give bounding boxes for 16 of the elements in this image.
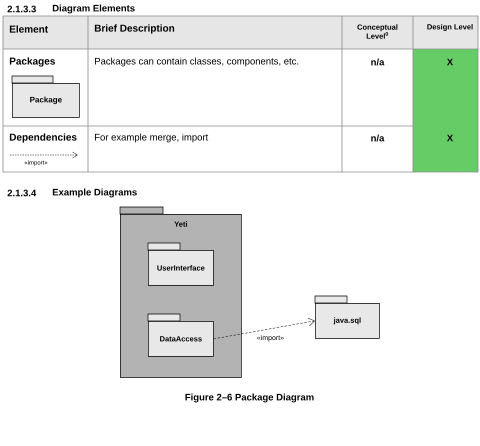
section-heading: Diagram Elements xyxy=(52,4,135,14)
table-text: n/a xyxy=(371,134,384,142)
row-header: Dependencies xyxy=(10,133,77,143)
column-header: Element xyxy=(3,16,88,49)
description-text: For example merge, import xyxy=(94,134,208,142)
section-number: 2.1.3.4 xyxy=(8,190,36,196)
row-header: Packages xyxy=(10,57,55,67)
figure-caption: Figure 2–6 Package Diagram xyxy=(185,394,314,402)
section-heading: Example Diagrams xyxy=(52,188,137,198)
design-level-cell: X xyxy=(413,126,478,172)
package-box: Package xyxy=(12,76,80,118)
design-level-cell: X xyxy=(413,49,478,126)
dependency-arrow xyxy=(213,318,315,340)
table-text: n/a xyxy=(371,58,384,66)
section-number: 2.1.3.3 xyxy=(8,6,36,12)
description-text: Packages can contain classes, components, etc. xyxy=(94,58,298,66)
